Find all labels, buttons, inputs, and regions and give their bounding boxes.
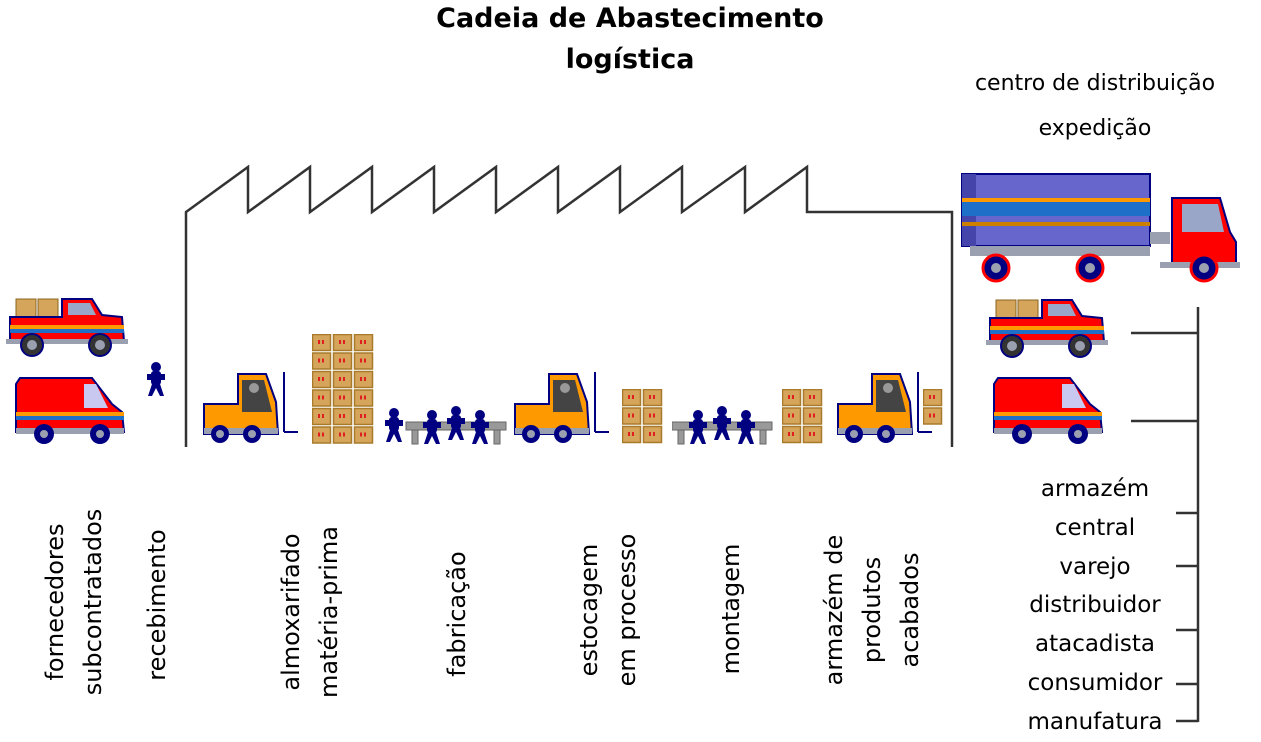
forklift-icon xyxy=(203,372,299,444)
stage-label-receiving: recebimento xyxy=(143,529,171,681)
box-stack-icon xyxy=(622,389,663,444)
stage-label-wip-storage: estocagem em processo xyxy=(575,533,641,687)
assembly-line-icon xyxy=(672,406,773,445)
box-stack-icon xyxy=(782,389,823,444)
pickup-truck-icon xyxy=(985,299,1109,358)
diagram-title-line-1: Cadeia de Abastecimento xyxy=(436,3,824,34)
stage-label-raw-material-warehouse: almoxarifado matéria-prima xyxy=(277,525,343,699)
stage-label-suppliers: fornecedores subcontratados xyxy=(41,508,107,696)
box-stack-icon xyxy=(923,389,943,425)
box-stack-icon xyxy=(312,334,374,444)
expedition-label: expedição xyxy=(1038,116,1152,141)
distribution-center-label: centro de distribuição xyxy=(974,71,1216,96)
destination-item: distribuidor xyxy=(1029,592,1161,619)
stage-label-manufacturing: fabricação xyxy=(443,551,471,677)
pickup-truck-icon xyxy=(5,298,129,357)
semi-truck-icon xyxy=(960,172,1242,283)
destination-item: manufatura xyxy=(1027,708,1163,735)
destination-item: central xyxy=(1054,514,1136,541)
factory-outline xyxy=(184,164,954,447)
delivery-van-icon xyxy=(15,377,125,445)
assembly-line-icon xyxy=(385,406,507,445)
stage-label-finished-goods-warehouse: armazém de produtos acabados xyxy=(820,534,924,686)
stage-label-assembly: montagem xyxy=(717,543,745,675)
destination-list: armazém central varejo distribuidor atac… xyxy=(1010,470,1180,742)
destination-item: armazém xyxy=(1040,476,1150,502)
worker-icon xyxy=(147,362,165,396)
forklift-icon xyxy=(514,372,610,444)
diagram-title-line-2: logística xyxy=(565,44,695,75)
destination-item: atacadista xyxy=(1034,631,1156,658)
destination-item: varejo xyxy=(1059,553,1131,580)
forklift-icon xyxy=(837,372,933,444)
delivery-van-icon xyxy=(993,377,1103,445)
destination-item: consumidor xyxy=(1027,669,1163,696)
